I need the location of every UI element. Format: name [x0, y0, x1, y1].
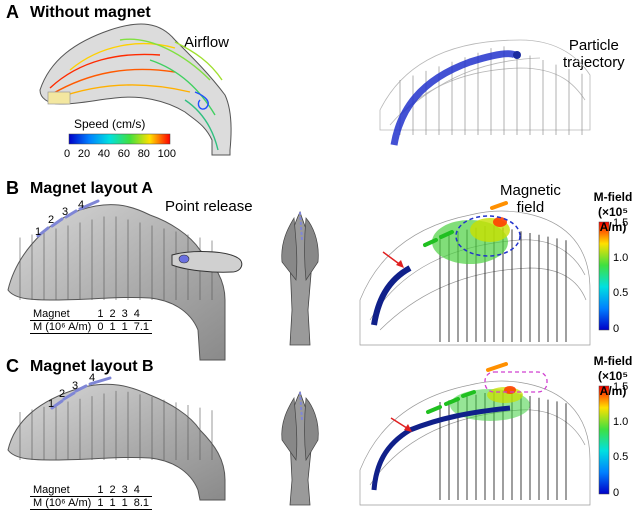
magnetic-field-box-c [484, 371, 548, 393]
magnet-dashes-c [50, 376, 112, 410]
speed-legend-title: Speed (cm/s) [74, 117, 146, 131]
mfield-tick-c-4: 0 [613, 487, 620, 499]
speed-colorbar [68, 133, 171, 145]
particle-trajectory [390, 50, 517, 146]
mfield-tick-c-2: 1.0 [613, 416, 629, 428]
panel-c-title: Magnet layout B [30, 358, 154, 375]
mfield-title-c: M-field (×10⁵ A/m) [593, 354, 633, 398]
point-release-inset [171, 251, 243, 273]
magnet-number-c-4: 4 [89, 372, 96, 384]
mfield-colorbar-c [598, 385, 610, 495]
mfield-tick-b-3: 0.5 [613, 287, 629, 299]
magnet-number-b-4: 4 [78, 199, 85, 211]
mfield-tick-b-4: 0 [613, 323, 620, 335]
magnetic-field-circle [455, 215, 521, 257]
magnet-number-b-1: 1 [35, 226, 42, 238]
airflow-label: Airflow [184, 34, 230, 51]
nasal-model-c [7, 383, 226, 501]
mfield-colorbar-b [598, 221, 610, 331]
magnet-table-b: Magnet 1 2 3 4 M (10⁶ A/m) 0 1 1 7.1 [30, 308, 152, 334]
magnet-number-b-3: 3 [62, 206, 69, 218]
panel-a-title: Without magnet [30, 4, 151, 21]
magnet-dashes-b [36, 199, 100, 238]
point-release-label: Point release [165, 198, 253, 215]
magnet-number-c-2: 2 [59, 388, 66, 400]
particle-trajectory-label: Particle trajectory [563, 37, 625, 71]
particle-trajectory-b [371, 265, 412, 326]
panel-c-letter: C [6, 356, 19, 376]
mfield-tick-c-1: 1.5 [613, 381, 629, 393]
panel-a-letter: A [6, 2, 19, 22]
mfield-title-b: M-field (×10⁵ A/m) [593, 190, 633, 234]
mfield-tick-b-1: 1.5 [613, 217, 629, 229]
magnet-number-b-2: 2 [48, 214, 55, 226]
panel-b-letter: B [6, 178, 19, 198]
magnet-table-c: Magnet 1 2 3 4 M (10⁶ A/m) 1 1 1 8.1 [30, 484, 152, 510]
speed-legend-ticks: 0 20 40 60 80 100 [64, 148, 176, 160]
mfield-tick-c-3: 0.5 [613, 451, 629, 463]
panel-b-title: Magnet layout A [30, 180, 153, 197]
magnetic-field-label: Magnetic field [500, 182, 561, 216]
magnet-number-c-3: 3 [72, 380, 79, 392]
mfield-tick-b-2: 1.0 [613, 252, 629, 264]
frontal-view-c [281, 390, 319, 506]
frontal-view-b [281, 210, 319, 346]
magnet-number-c-1: 1 [48, 398, 55, 410]
